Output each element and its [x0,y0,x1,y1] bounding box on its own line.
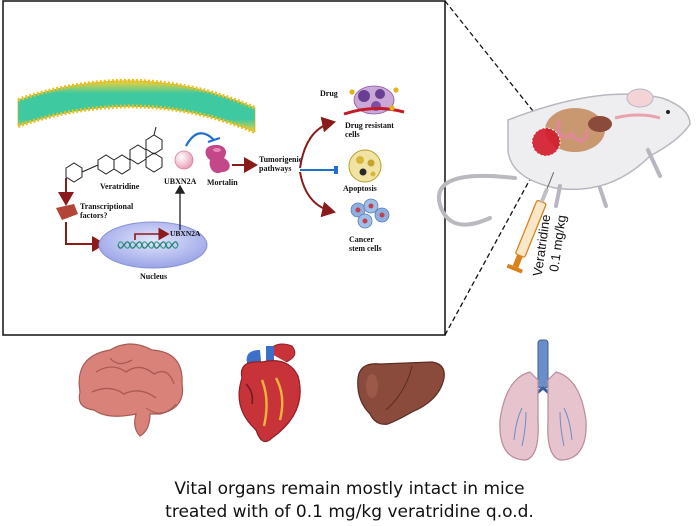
apoptosis-block-icon [334,166,338,174]
inhibition-arc [185,132,215,147]
gene-label: UBXN2A [170,229,201,238]
drug-resistant-label: Drug resistant cells [345,121,396,139]
pathway-text: Tumorigenic [259,155,303,164]
cancer-stem-cells-icon [350,198,390,229]
lungs-icon [499,339,587,461]
inhibition-bar [207,136,221,144]
nucleus [98,221,208,269]
zoom-line-top [444,0,546,127]
ubxn2a-protein-icon [174,150,194,170]
transcript-arrow [134,227,170,241]
arrow-to-nucleus [65,222,106,252]
syringe-icon [506,172,555,274]
caption-line-2: treated with of 0.1 mg/kg veratridine q.… [165,502,534,522]
dna-helix [117,241,179,249]
heart-icon [238,343,301,443]
liver-icon [357,361,445,425]
drug-resistant-text: Drug resistant [345,121,394,130]
pathway-text-line2: pathways [259,164,291,173]
stem-cells-label: Cancer stem cells [349,235,382,253]
brain-icon [78,343,184,437]
tumor-icon [532,128,560,156]
arrow-to-stem-cells [299,171,336,218]
stem-cells-text-line2: stem cells [349,244,382,253]
zoom-line-bottom [444,171,535,336]
drug-label: Drug [320,89,338,98]
pathway-label: Tumorigenic pathways [259,155,304,173]
mortalin-icon [205,144,230,174]
drug-resistant-cells-icon [343,85,405,116]
veratridine-label: Veratridine [100,182,140,191]
drug-resistant-text-line2: cells [345,130,360,139]
apoptosis-cells-icon [348,149,382,183]
transcription-factor-icon [56,204,78,220]
arrow-to-drug-resistance [299,116,336,169]
transcription-label: Transcriptional factors? [80,202,135,220]
mouse-illustration [436,88,691,227]
cell-membrane [17,78,256,134]
transcription-text: Transcriptional [80,202,134,211]
stem-cells-text: Cancer [349,235,374,244]
caption-line-1: Vital organs remain mostly intact in mic… [174,479,525,499]
ubxn2a-protein-label: UBXN2A [164,177,197,186]
mechanism-panel: Veratridine UBXN2A Mortalin Transcriptio… [2,0,446,336]
mouse-organs [531,108,661,157]
apoptosis-label: Apoptosis [343,184,377,193]
nucleus-label: Nucleus [140,272,167,281]
veratridine-structure [65,126,163,183]
transcription-text-line2: factors? [80,211,108,220]
mortalin-label: Mortalin [207,178,238,187]
